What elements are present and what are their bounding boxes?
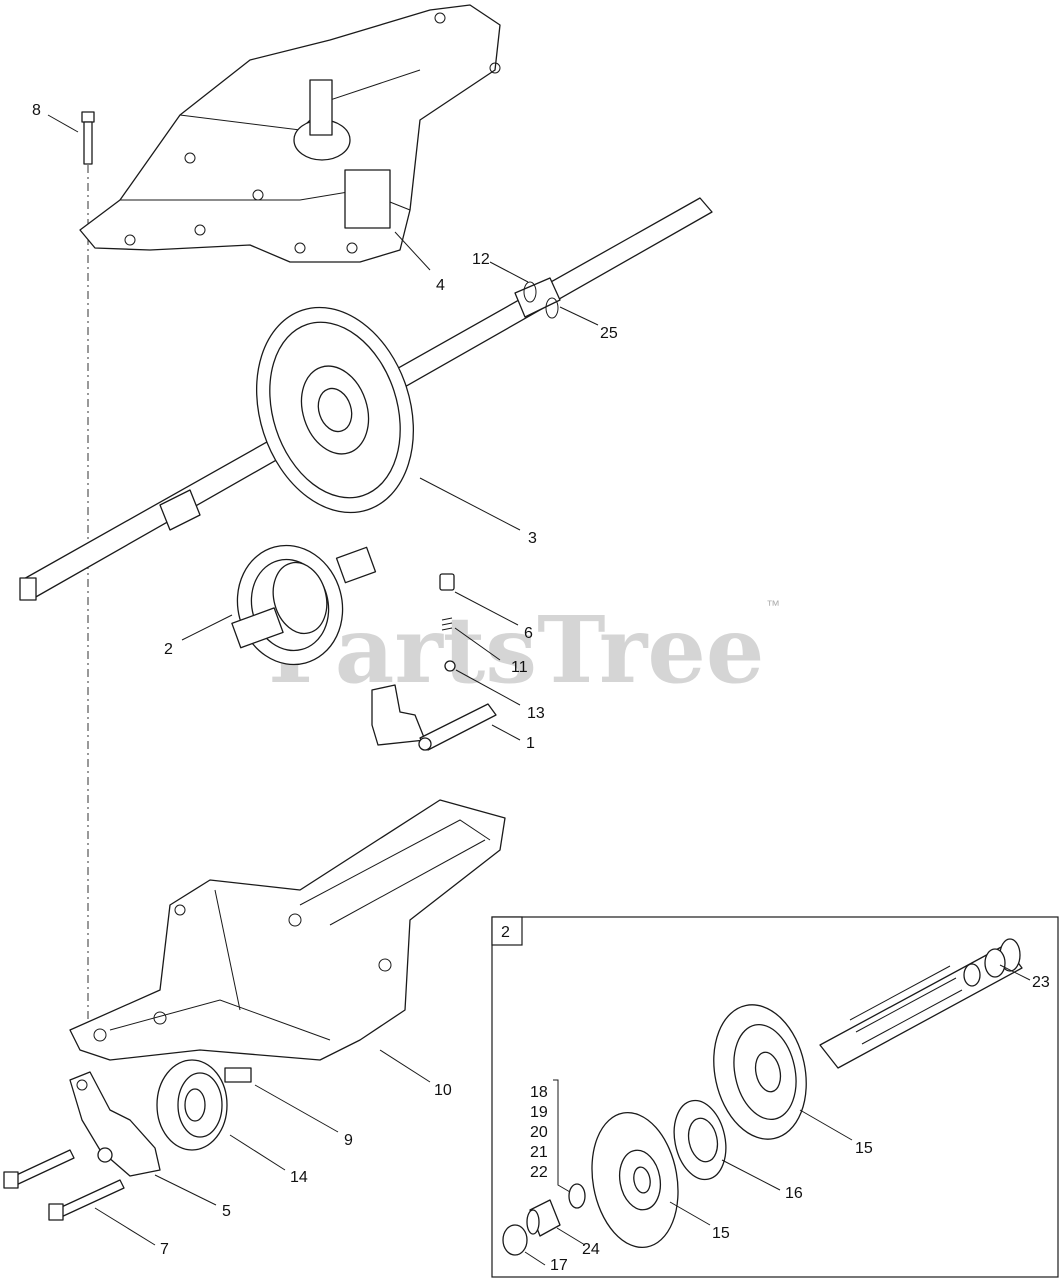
callout-21[interactable]: 21 (530, 1144, 548, 1161)
callout-8[interactable]: 8 (32, 102, 41, 119)
callout-19[interactable]: 19 (530, 1104, 548, 1121)
callout-6[interactable]: 6 (524, 625, 533, 642)
callout-1[interactable]: 1 (526, 735, 535, 752)
callout-13[interactable]: 13 (527, 705, 545, 722)
callout-20[interactable]: 20 (530, 1124, 548, 1141)
gear-part-14[interactable] (156, 1059, 228, 1151)
main-callouts: 8 4 12 25 3 2 6 11 13 1 10 9 14 5 7 (32, 102, 618, 1258)
callout-3[interactable]: 3 (528, 530, 537, 547)
callout-18[interactable]: 18 (530, 1084, 548, 1101)
callout-15-upper[interactable]: 15 (855, 1140, 873, 1157)
callout-24[interactable]: 24 (582, 1241, 600, 1258)
axle-shaft-part-3[interactable] (19, 197, 713, 601)
lower-housing-part-10[interactable] (69, 799, 506, 1061)
callout-5[interactable]: 5 (222, 1203, 231, 1220)
callout-22[interactable]: 22 (530, 1164, 548, 1181)
callout-15-lower[interactable]: 15 (712, 1225, 730, 1242)
callout-11[interactable]: 11 (511, 659, 528, 676)
washer-group-18-22[interactable] (568, 1183, 586, 1209)
callout-9[interactable]: 9 (344, 1132, 353, 1149)
bolt-part-8[interactable] (81, 111, 95, 165)
callout-4[interactable]: 4 (436, 277, 445, 294)
bushing-part-12[interactable] (523, 281, 537, 303)
callout-12[interactable]: 12 (472, 251, 490, 268)
callout-14[interactable]: 14 (290, 1169, 308, 1186)
key-part-9[interactable] (224, 1067, 252, 1083)
bushing-part-25[interactable] (545, 297, 559, 319)
inset-label: 2 (501, 924, 510, 941)
partstree-watermark: PartsTree (268, 596, 764, 704)
shift-fork-part-1[interactable] (371, 684, 497, 751)
inset-label-box (491, 916, 523, 946)
leader-lines (47, 114, 599, 1246)
callout-25[interactable]: 25 (600, 325, 618, 342)
spring-part-11[interactable] (441, 617, 453, 631)
gear-part-15-lower[interactable] (582, 1106, 688, 1255)
brake-arm-part-5[interactable] (69, 1071, 161, 1177)
gear-part-16[interactable] (667, 1096, 733, 1185)
differential-part-2[interactable] (224, 534, 377, 677)
upper-housing-part-4[interactable] (79, 4, 501, 263)
snap-ring-part-17[interactable] (502, 1224, 528, 1256)
plug-part-6[interactable] (439, 573, 455, 591)
trademark-mark: ™ (766, 597, 780, 613)
callout-17[interactable]: 17 (550, 1257, 568, 1274)
callout-7[interactable]: 7 (160, 1241, 169, 1258)
bolt-part-7[interactable] (3, 1149, 125, 1221)
bushing-part-24[interactable] (526, 1199, 561, 1237)
callout-2[interactable]: 2 (164, 641, 173, 658)
bracket-line (553, 1079, 571, 1193)
bevel-gear-part-15[interactable] (702, 996, 818, 1148)
callout-16[interactable]: 16 (785, 1185, 803, 1202)
ball-part-13[interactable] (444, 660, 456, 672)
callout-23[interactable]: 23 (1032, 974, 1050, 991)
spline-shaft[interactable] (819, 938, 1023, 1069)
detail-inset-part-2: 2 (491, 916, 1059, 1278)
callout-10[interactable]: 10 (434, 1082, 452, 1099)
